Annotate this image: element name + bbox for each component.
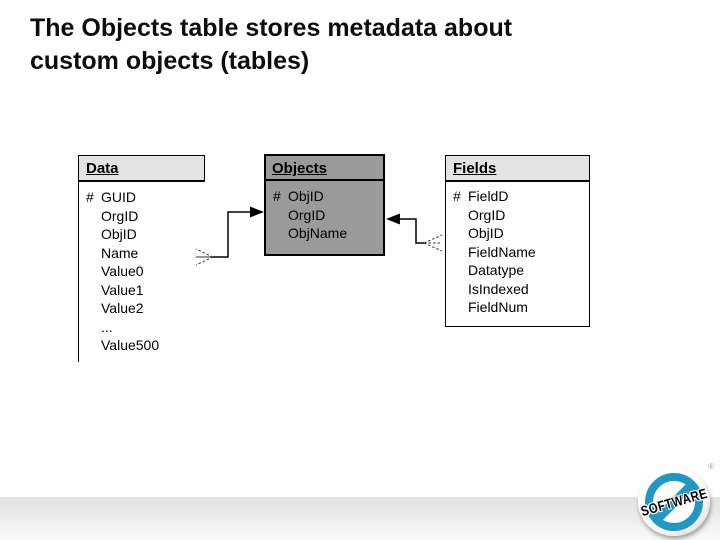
- field-name: FieldD: [468, 188, 509, 204]
- field-name: Value1: [101, 281, 144, 298]
- fields-table-body: # FieldD OrgID ObjID FieldName Datatype I…: [446, 182, 589, 318]
- crows-foot-fields: [423, 234, 443, 252]
- table-row: ObjName: [266, 225, 383, 244]
- arrowhead-into-objects-left: [250, 206, 264, 218]
- field-name: FieldName: [468, 243, 536, 260]
- table-row: Value2: [79, 300, 205, 319]
- table-row: ObjID: [446, 225, 589, 244]
- field-name: ObjID: [101, 226, 137, 242]
- table-row: # FieldD: [446, 188, 589, 207]
- table-row: # ObjID: [266, 188, 383, 207]
- fields-table-title: Fields: [453, 160, 497, 177]
- fields-table-header: Fields: [446, 156, 589, 182]
- bottom-gradient-band: [0, 497, 720, 540]
- objects-table-title: Objects: [272, 160, 328, 177]
- fields-table: Fields # FieldD OrgID ObjID FieldName Dat…: [445, 155, 590, 327]
- logo-sphere: SOFTWARE: [638, 468, 710, 536]
- field-name: GUID: [101, 189, 136, 205]
- objects-table-body: # ObjID OrgID ObjName: [266, 181, 383, 244]
- data-table-title: Data: [86, 160, 119, 177]
- slide-title: The Objects table stores metadata about …: [30, 12, 650, 78]
- objects-table: Objects # ObjID OrgID ObjName: [264, 154, 385, 256]
- field-name: Value2: [101, 300, 144, 316]
- table-row: OrgID: [79, 208, 205, 227]
- table-row: OrgID: [266, 207, 383, 226]
- table-row: FieldName: [446, 244, 589, 263]
- table-row: Datatype: [446, 262, 589, 281]
- pk-marker: #: [86, 189, 94, 205]
- pk-marker: #: [273, 188, 281, 204]
- field-name: Value0: [101, 263, 144, 279]
- field-name: ObjID: [288, 188, 324, 204]
- field-name: OrgID: [468, 206, 506, 223]
- no-software-logo: SOFTWARE ®: [636, 462, 714, 538]
- field-name: OrgID: [288, 206, 326, 223]
- field-name: OrgID: [101, 207, 139, 224]
- table-row: ObjID: [79, 226, 205, 245]
- data-table-body: # GUID OrgID ObjID Name Value0 Value1 Val…: [78, 182, 205, 362]
- slide-title-line1: The Objects table stores metadata about: [30, 14, 513, 42]
- data-table-header: Data: [78, 155, 205, 182]
- arrowhead-into-objects-right: [386, 213, 400, 225]
- table-row: Name: [79, 245, 205, 264]
- prohibition-ring-icon: [645, 473, 703, 531]
- registered-mark: ®: [708, 462, 714, 471]
- objects-table-header: Objects: [266, 156, 383, 181]
- table-row: Value0: [79, 263, 205, 282]
- pk-marker: #: [453, 188, 461, 204]
- connector-fields-objects: [386, 213, 443, 252]
- table-row: ...: [79, 319, 205, 338]
- field-name: ...: [101, 318, 113, 335]
- field-name: Datatype: [468, 262, 525, 278]
- field-name: FieldNum: [468, 299, 528, 315]
- slide-title-line2: custom objects (tables): [30, 47, 310, 75]
- field-name: Name: [101, 244, 139, 261]
- field-name: ObjName: [288, 225, 348, 241]
- table-row: # GUID: [79, 189, 205, 208]
- table-row: Value1: [79, 282, 205, 301]
- table-row: IsIndexed: [446, 281, 589, 300]
- table-row: Value500: [79, 337, 205, 356]
- field-name: Value500: [101, 337, 160, 353]
- table-row: FieldNum: [446, 299, 589, 318]
- connector-data-objects: [195, 206, 264, 266]
- table-row: OrgID: [446, 207, 589, 226]
- field-name: ObjID: [468, 225, 504, 241]
- field-name: IsIndexed: [468, 280, 529, 297]
